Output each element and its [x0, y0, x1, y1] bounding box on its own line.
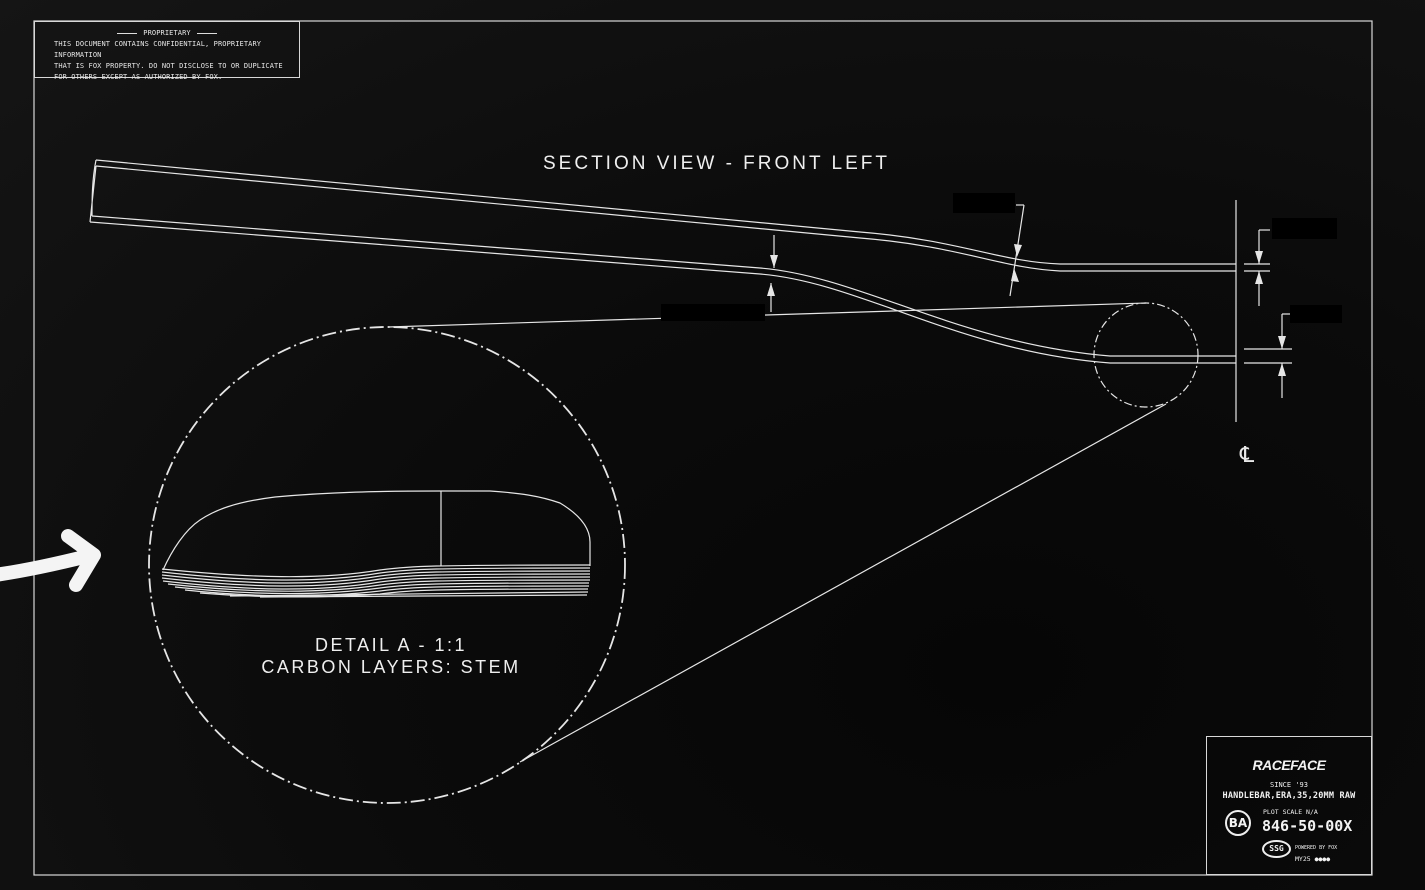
handlebar-bottom-inner-wall — [91, 215, 1236, 357]
handlebar-bottom-outer-wall — [89, 221, 1236, 364]
part-name: HANDLEBAR,ERA,35,20MM RAW — [1222, 791, 1356, 801]
handlebar-top-outer-wall — [95, 159, 1236, 265]
plot-scale: PLOT SCALE N/A — [1263, 808, 1318, 816]
stem-profile-outline — [162, 490, 591, 571]
redacted-dimension-1 — [953, 193, 1015, 213]
carbon-layers — [161, 564, 591, 598]
ba-badge: BA — [1225, 810, 1251, 836]
proprietary-line: FOR OTHERS EXCEPT AS AUTHORIZED BY FOX. — [54, 73, 223, 81]
raceface-logo: RACEFACE — [1252, 757, 1326, 773]
centerline-icon: ℄ — [1240, 443, 1255, 468]
proprietary-notice: PROPRIETARY THIS DOCUMENT CONTAINS CONFI… — [34, 21, 300, 81]
proprietary-line: THAT IS FOX PROPERTY. DO NOT DISCLOSE TO… — [54, 62, 283, 70]
hand-drawn-arrow — [0, 529, 101, 592]
ssg-badge: SSG — [1262, 840, 1291, 858]
model-year: MY25 ●●●● — [1295, 855, 1331, 863]
detail-a-circle — [148, 326, 626, 804]
proprietary-line: THIS DOCUMENT CONTAINS CONFIDENTIAL, PRO… — [54, 40, 262, 59]
powered-by: POWERED BY FOX — [1295, 845, 1338, 851]
handlebar-end-cap — [89, 159, 97, 223]
redacted-dimension-3 — [1290, 305, 1342, 323]
drawing-border — [33, 20, 1373, 876]
part-number: 846-50-00X — [1262, 817, 1353, 835]
handlebar-top-inner-wall — [95, 165, 1236, 272]
section-view-title: SECTION VIEW - FRONT LEFT — [543, 153, 890, 174]
since-text: SINCE '93 — [1270, 781, 1308, 789]
detail-a-label: DETAIL A - 1:1 CARBON LAYERS: STEM — [256, 634, 526, 678]
detail-leader-bottom — [519, 403, 1167, 763]
detail-leader-top — [387, 302, 1147, 328]
title-block: RACEFACE SINCE '93 HANDLEBAR,ERA,35,20MM… — [1206, 736, 1372, 875]
detail-marker-circle — [1093, 302, 1199, 408]
proprietary-title: PROPRIETARY — [35, 28, 299, 39]
redacted-dimension-4 — [661, 304, 765, 321]
redacted-dimension-2 — [1272, 218, 1337, 239]
detail-a-line1: DETAIL A - 1:1 — [314, 635, 468, 655]
detail-a-line2: CARBON LAYERS: STEM — [261, 657, 521, 677]
